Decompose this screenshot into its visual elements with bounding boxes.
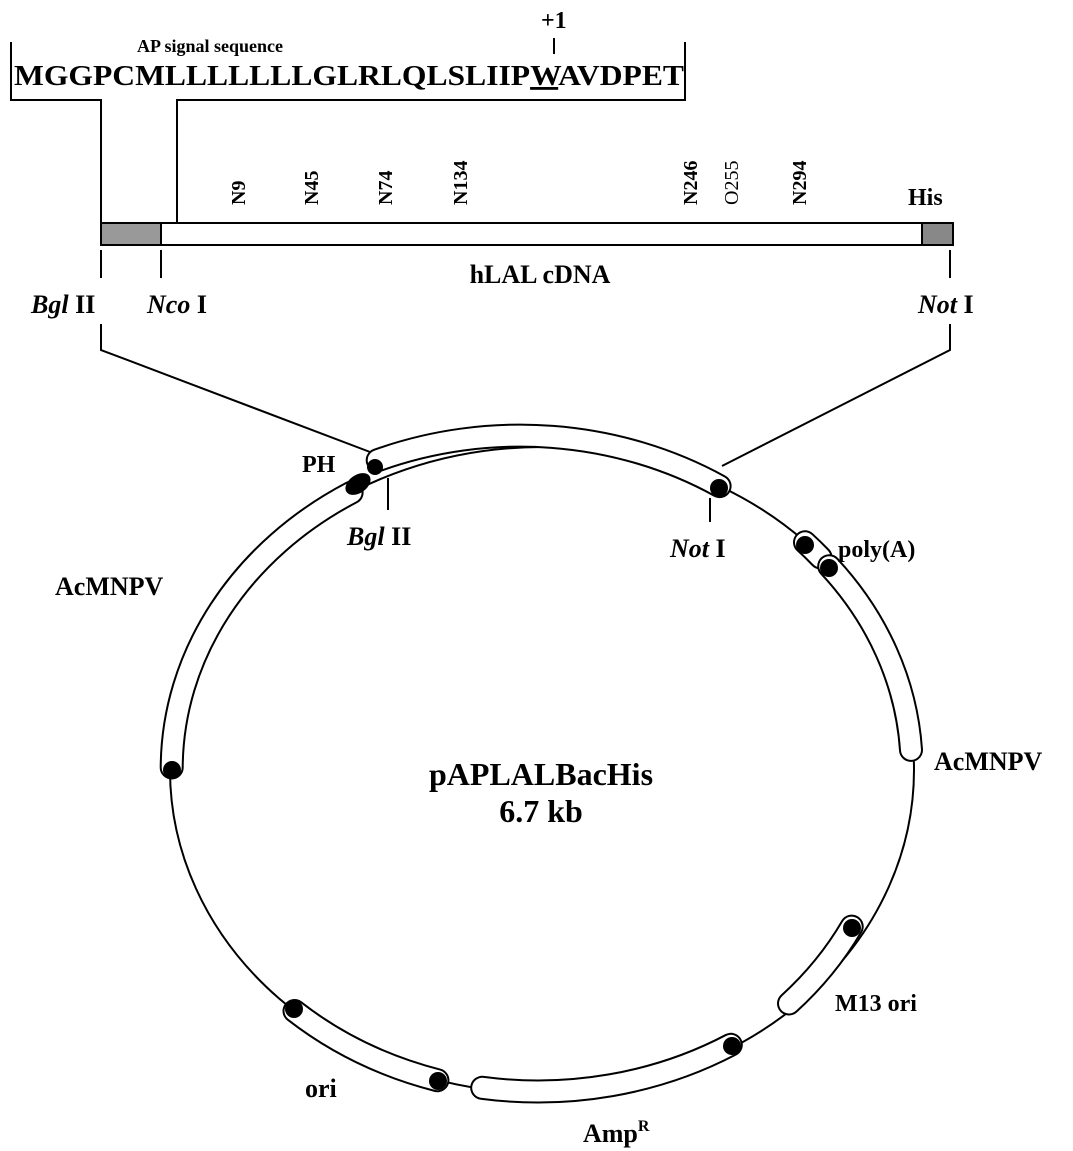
bgl-label-top: Bgl II [30, 290, 95, 319]
site-n74: N74 [375, 171, 397, 205]
hlal-insert-arc [367, 425, 730, 497]
site-n45: N45 [301, 171, 323, 205]
ori-arc [284, 1001, 448, 1091]
plasmid-features [159, 423, 923, 1104]
cdna-bar [100, 222, 954, 246]
ori-label: ori [305, 1074, 337, 1103]
plasmid-name: pAPLALBacHis [429, 756, 653, 792]
site-n134: N134 [450, 161, 472, 205]
acmnpv-right-arc [819, 556, 921, 760]
bgl-label-plasmid: Bgl II [346, 522, 411, 551]
sequence-part-2: AVDPET [558, 61, 684, 92]
bracket-right-outer [176, 42, 686, 222]
site-n246: N246 [680, 161, 702, 205]
ph-promoter-mark [345, 473, 371, 495]
ampr-arc [472, 1034, 741, 1102]
plasmid-size: 6.7 kb [499, 793, 583, 829]
sequence-cleavage-residue: W [530, 61, 562, 92]
signal-peptide-segment [100, 222, 162, 246]
ph-label: PH [302, 452, 336, 478]
cdna-name-label: hLAL cDNA [470, 260, 611, 289]
connector-left [100, 324, 379, 456]
polya-label: poly(A) [838, 537, 915, 563]
connector-right [721, 324, 951, 467]
acmnpv-left-label: AcMNPV [55, 572, 164, 601]
not-label-top: Not I [917, 290, 974, 319]
acmnpv-right-label: AcMNPV [934, 747, 1043, 776]
signal-sequence-label: AP signal sequence [137, 36, 283, 56]
his-tag-segment [921, 222, 954, 246]
glycosylation-sites: N9 N45 N74 N134 N246 O255 N294 [228, 161, 811, 205]
plus-one-label: +1 [541, 8, 567, 34]
bracket-left-outer [10, 42, 102, 222]
m13-ori-label: M13 ori [835, 991, 917, 1017]
site-n9: N9 [228, 181, 250, 205]
site-n294: N294 [789, 161, 811, 205]
acmnpv-left-arc [161, 482, 362, 778]
site-o255: O255 [721, 161, 743, 205]
nco-label: Nco I [146, 290, 207, 319]
ampr-label: AmpR [583, 1118, 650, 1148]
not-label-plasmid: Not I [669, 534, 726, 563]
sequence-part-1: MGGPCMLLLLLLLGLRLQLSLIIP [14, 61, 530, 92]
his-tag-label: His [908, 185, 943, 211]
